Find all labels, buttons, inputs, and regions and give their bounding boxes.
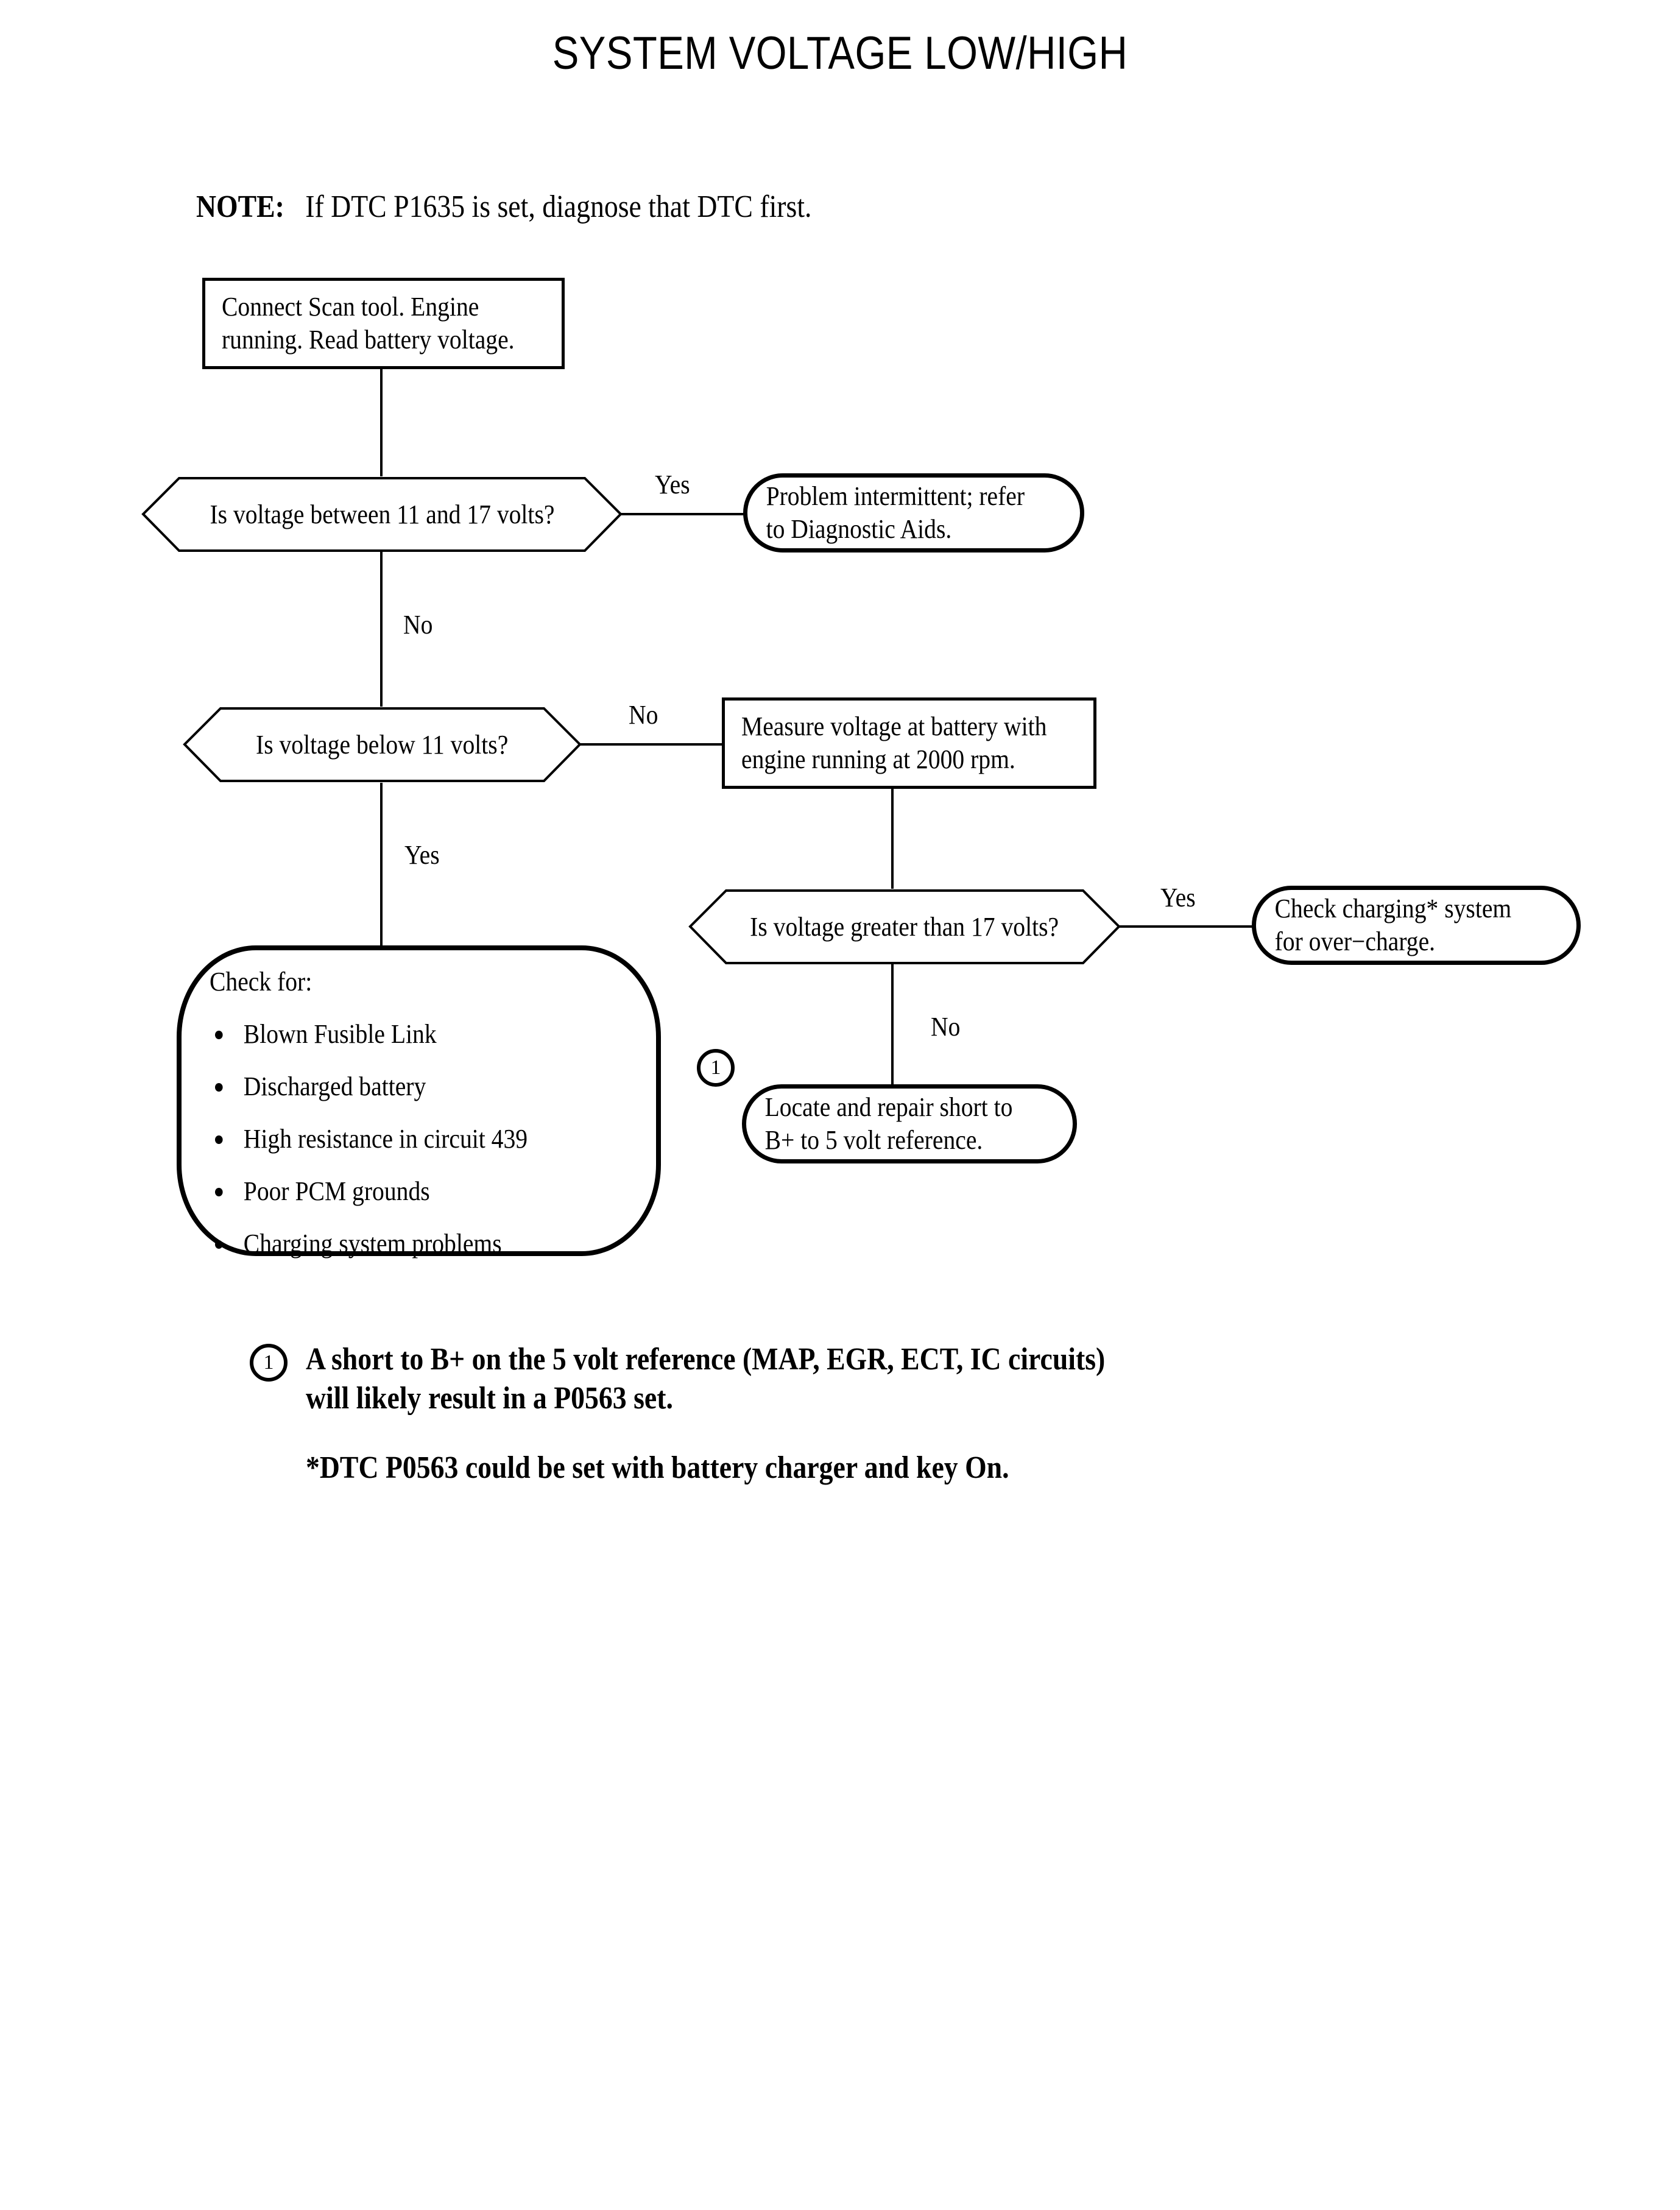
hexagon-outline-icon	[141, 477, 623, 552]
footnote-reference-1-text: A short to B+ on the 5 volt reference (M…	[306, 1340, 1168, 1419]
bullet-icon	[215, 1188, 223, 1196]
list-item-label: Charging system problems	[243, 1229, 502, 1259]
edge-label-decision2-no: No	[629, 700, 658, 730]
node-measure-voltage-line1: Measure voltage at battery with	[741, 711, 1047, 742]
connector-decision2-yes	[380, 783, 383, 950]
page-title: SYSTEM VOLTAGE LOW/HIGH	[552, 27, 1128, 79]
list-item: High resistance in circuit 439	[210, 1126, 585, 1178]
connector-decision2-no	[580, 743, 723, 746]
node-check-charging-system-line2: for over−charge.	[1274, 927, 1436, 956]
connector-decision3-no	[891, 964, 894, 1086]
node-measure-voltage[interactable]: Measure voltage at battery with engine r…	[722, 697, 1096, 789]
list-item-label: Discharged battery	[243, 1071, 426, 1101]
edge-label-decision3-yes: Yes	[1160, 883, 1196, 913]
footnote-asterisk: *DTC P0563 could be set with battery cha…	[306, 1450, 1009, 1485]
connector-decision1-yes	[621, 513, 744, 515]
edge-label-decision2-yes: Yes	[404, 840, 440, 870]
connector-decision3-yes	[1119, 925, 1254, 928]
node-connect-scan-tool-text: Connect Scan tool. Engine running. Read …	[205, 291, 515, 356]
connector-step1-to-decision1	[380, 369, 383, 479]
bullet-icon	[215, 1135, 223, 1144]
connector-measure-to-decision3	[891, 789, 894, 889]
list-item: Blown Fusible Link	[210, 1021, 585, 1073]
list-item: Poor PCM grounds	[210, 1178, 585, 1230]
hexagon-outline-icon	[183, 707, 582, 782]
node-measure-voltage-line2: engine running at 2000 rpm.	[741, 744, 1015, 774]
footnote-reference-1: 1 A short to B+ on the 5 volt reference …	[250, 1340, 1285, 1419]
check-for-title: Check for:	[210, 967, 312, 997]
footnote-reference-1-line1: A short to B+ on the 5 volt reference (M…	[306, 1342, 1106, 1377]
node-measure-voltage-text: Measure voltage at battery with engine r…	[725, 710, 1046, 775]
list-item-label: Blown Fusible Link	[243, 1019, 437, 1049]
node-decision-voltage-above-17[interactable]: Is voltage greater than 17 volts?	[688, 889, 1121, 965]
node-locate-repair-short-line2: B+ to 5 volt reference.	[764, 1125, 983, 1155]
bullet-icon	[215, 1031, 223, 1039]
bullet-icon	[215, 1083, 223, 1092]
node-check-for-list[interactable]: Check for: Blown Fusible Link Discharged…	[177, 945, 661, 1257]
node-decision-voltage-below-11[interactable]: Is voltage below 11 volts?	[183, 707, 582, 783]
check-for-items: Blown Fusible Link Discharged battery Hi…	[210, 1021, 627, 1283]
footnote-reference-1-line2: will likely result in a P0563 set.	[306, 1381, 673, 1416]
node-problem-intermittent-line1: Problem intermittent; refer	[766, 481, 1025, 512]
reference-marker-1-icon: 1	[697, 1049, 735, 1087]
note-text: If DTC P1635 is set, diagnose that DTC f…	[305, 189, 812, 224]
node-check-charging-system-text: Check charging* system for over−charge.	[1256, 892, 1512, 958]
node-connect-scan-tool-line1: Connect Scan tool. Engine	[222, 292, 479, 322]
node-locate-repair-short-line1: Locate and repair short to	[764, 1092, 1013, 1123]
node-problem-intermittent[interactable]: Problem intermittent; refer to Diagnosti…	[743, 473, 1084, 552]
edge-label-decision1-no: No	[403, 610, 433, 640]
note-line: NOTE: If DTC P1635 is set, diagnose that…	[196, 189, 811, 225]
node-locate-repair-short[interactable]: Locate and repair short to B+ to 5 volt …	[742, 1084, 1077, 1163]
node-problem-intermittent-line2: to Diagnostic Aids.	[766, 514, 952, 544]
hexagon-outline-icon	[688, 889, 1121, 964]
note-label: NOTE:	[196, 189, 284, 224]
node-decision-voltage-11-17-label: Is voltage between 11 and 17 volts?	[210, 499, 554, 529]
node-locate-repair-short-text: Locate and repair short to B+ to 5 volt …	[746, 1091, 1013, 1156]
list-item: Discharged battery	[210, 1073, 585, 1126]
bullet-icon	[215, 1240, 223, 1249]
node-decision-voltage-below-11-label: Is voltage below 11 volts?	[256, 729, 509, 760]
connector-decision1-no	[380, 551, 383, 722]
node-connect-scan-tool-line2: running. Read battery voltage.	[222, 325, 515, 355]
node-check-charging-system-line1: Check charging* system	[1274, 894, 1512, 924]
list-item-label: High resistance in circuit 439	[243, 1124, 528, 1154]
footnote-marker-1-icon: 1	[250, 1344, 288, 1382]
node-decision-voltage-above-17-label: Is voltage greater than 17 volts?	[750, 911, 1059, 942]
node-connect-scan-tool[interactable]: Connect Scan tool. Engine running. Read …	[202, 278, 565, 369]
list-item-label: Poor PCM grounds	[243, 1176, 430, 1206]
edge-label-decision1-yes: Yes	[655, 470, 690, 500]
edge-label-decision3-no: No	[931, 1012, 961, 1042]
node-decision-voltage-11-17[interactable]: Is voltage between 11 and 17 volts?	[141, 476, 623, 552]
node-check-charging-system[interactable]: Check charging* system for over−charge.	[1252, 886, 1581, 965]
node-problem-intermittent-text: Problem intermittent; refer to Diagnosti…	[747, 480, 1025, 545]
list-item: Charging system problems	[210, 1230, 585, 1283]
